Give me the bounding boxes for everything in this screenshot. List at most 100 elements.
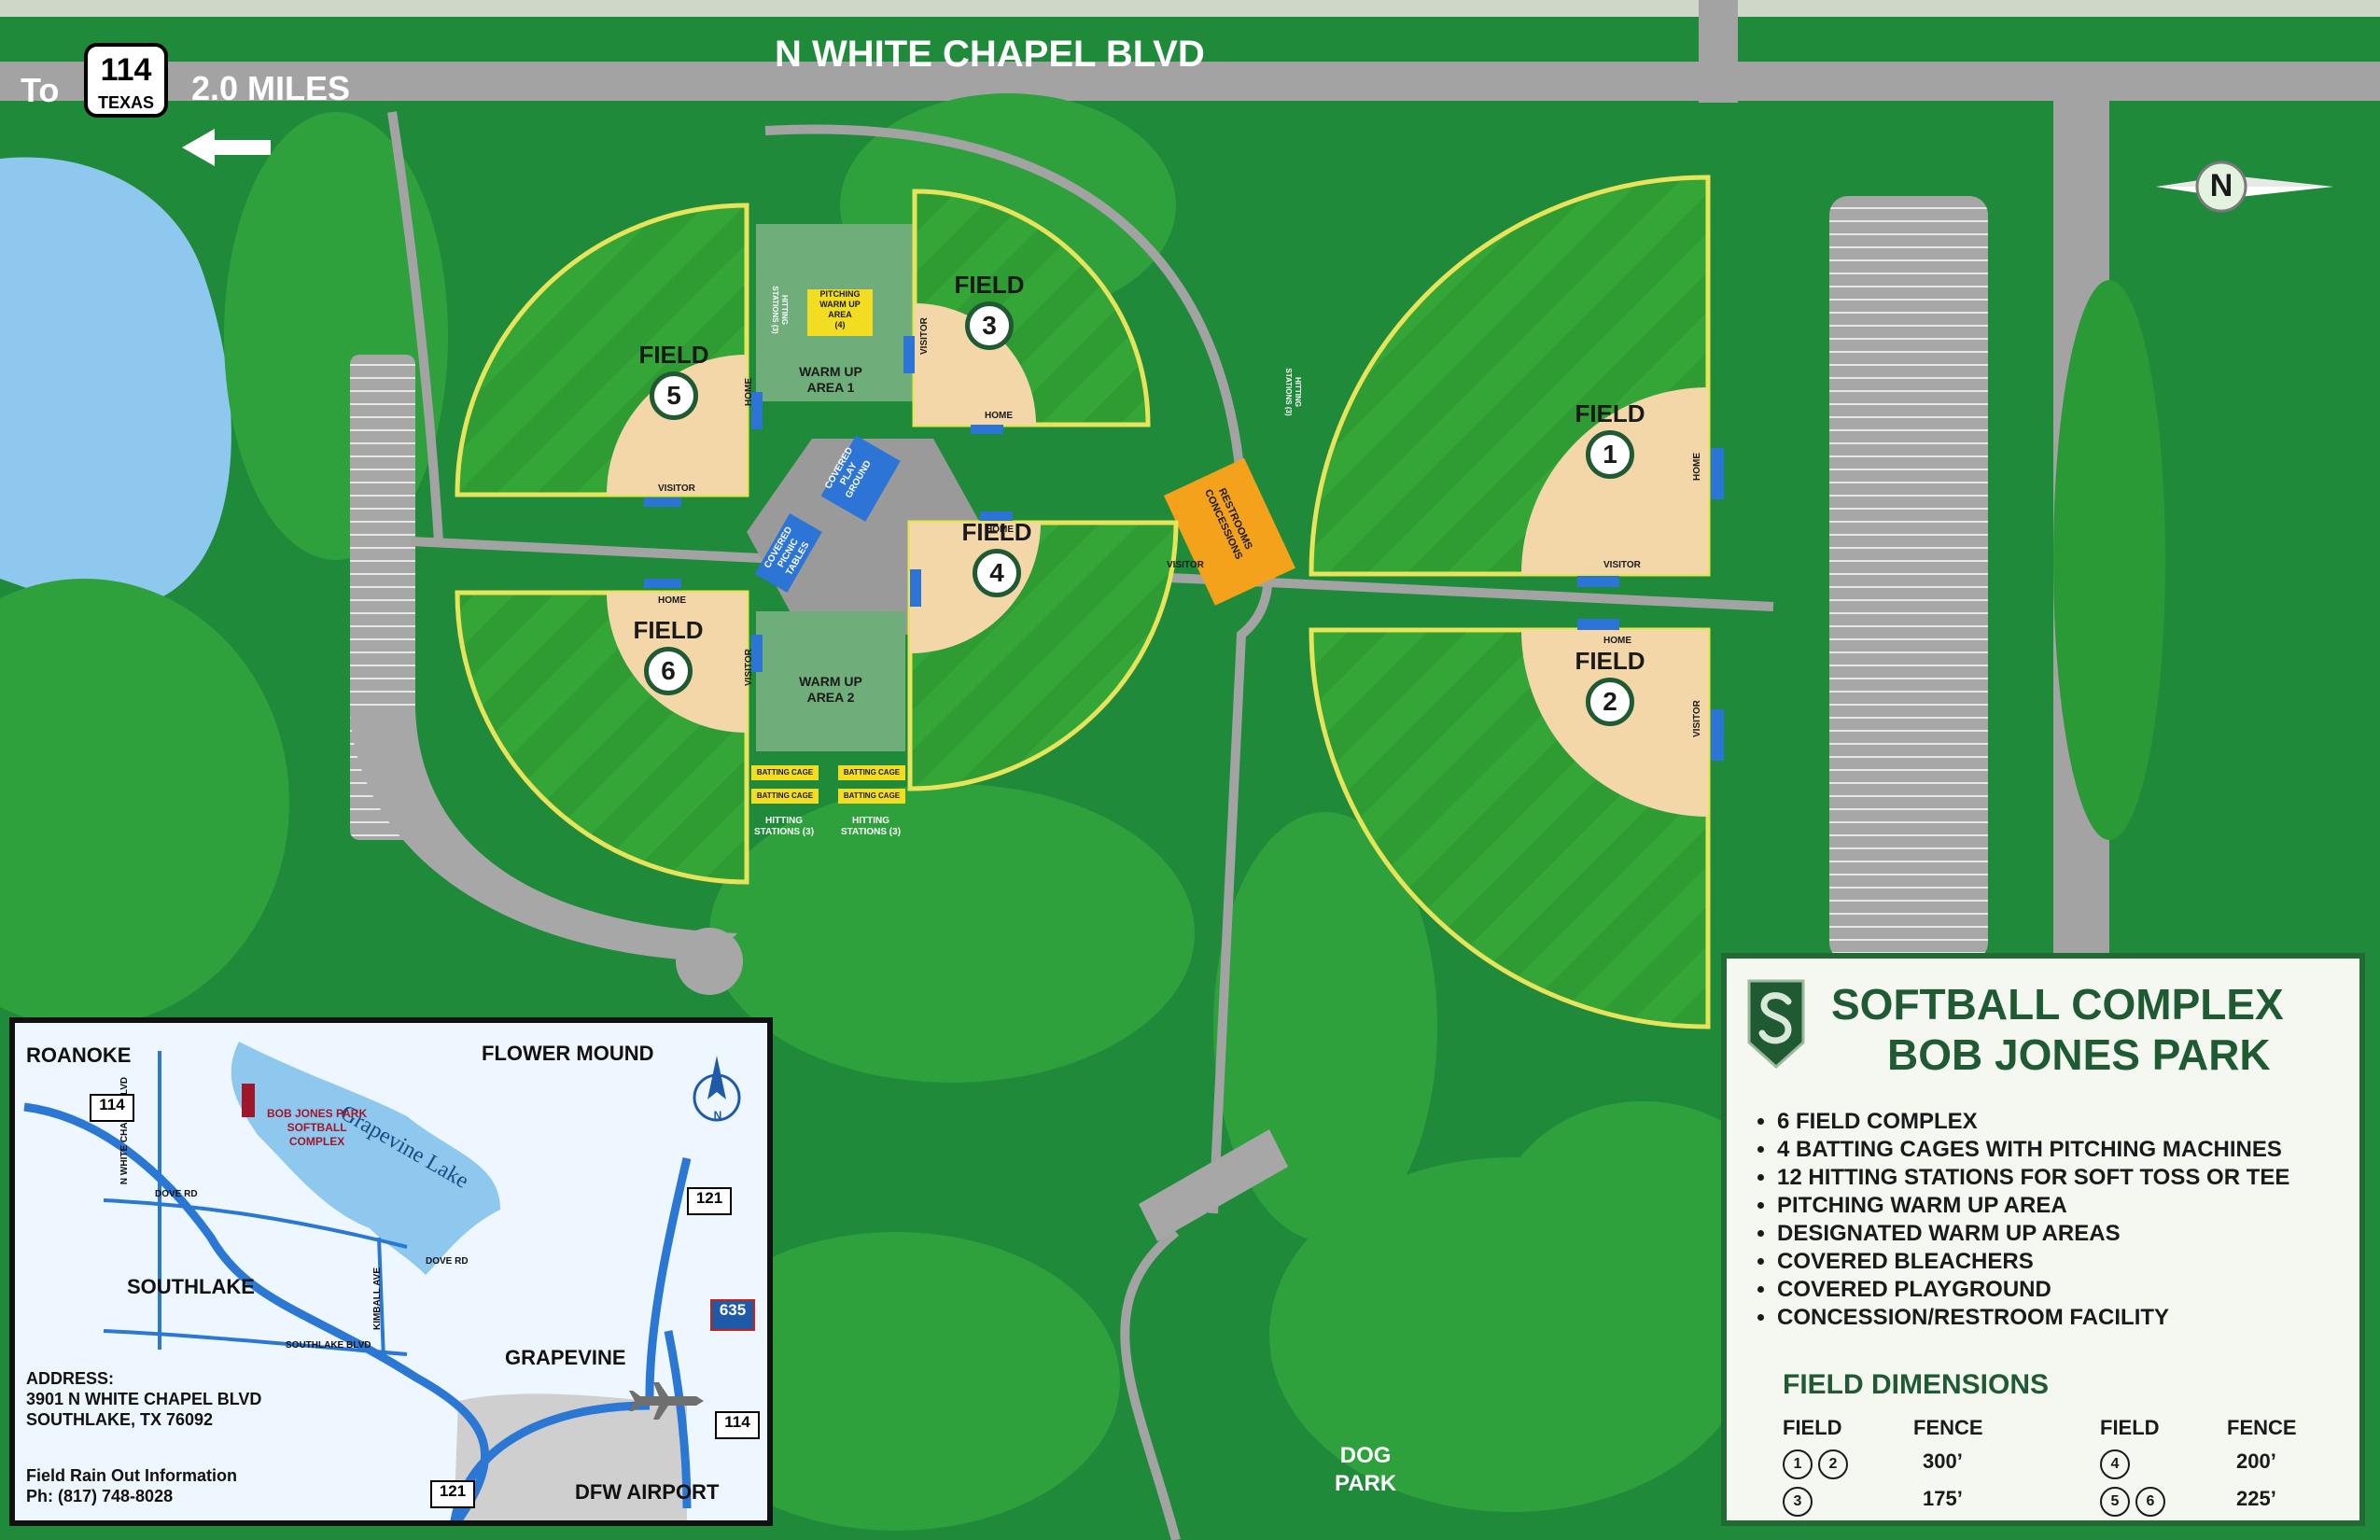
field-number-badge: 3	[965, 301, 1014, 350]
batting-cage	[751, 765, 819, 780]
compass-n-label: N	[2209, 168, 2233, 203]
dimension-field-badge: 2	[1818, 1449, 1848, 1479]
dimension-field-badge: 5	[2100, 1487, 2130, 1517]
field-title: FIELD	[638, 341, 709, 369]
dimension-field-badge: 4	[2100, 1449, 2130, 1479]
field-number-badge: 5	[650, 371, 698, 420]
home-dugout-label: HOME	[1692, 453, 1702, 481]
locator-inset: ROANOKE FLOWER MOUND SOUTHLAKE GRAPEVINE…	[9, 1017, 773, 1526]
home-dugout-label: HOME	[985, 411, 1013, 421]
batting-cage-label: BATTING CAGE	[756, 768, 814, 777]
inset-road-dove-east: DOVE RD	[426, 1256, 469, 1267]
panel-title-line1: SOFTBALL COMPLEX	[1831, 980, 2284, 1029]
inset-address: ADDRESS: 3901 N WHITE CHAPEL BLVD SOUTHL…	[26, 1369, 262, 1429]
batting-cage	[751, 789, 819, 804]
west-arrow-icon	[182, 129, 271, 166]
visitor-dugout-label: VISITOR	[658, 483, 695, 494]
dim-header-field-a: FIELD	[1783, 1416, 1842, 1439]
inset-place-grapevine: GRAPEVINE	[505, 1346, 626, 1369]
route-number: 114	[100, 52, 152, 88]
visitor-dugout-label: VISITOR	[1603, 560, 1641, 570]
inset-rainout: Field Rain Out Information Ph: (817) 748…	[26, 1466, 237, 1505]
home-dugout-label: HOME	[658, 595, 686, 606]
field-number-badge: 4	[973, 549, 1021, 597]
park-location-marker	[242, 1084, 255, 1117]
route-state: TEXAS	[97, 93, 154, 112]
feature-item: PITCHING WARM UP AREA	[1777, 1192, 2289, 1220]
inset-road-dove-west: DOVE RD	[155, 1189, 198, 1199]
feature-item: 6 FIELD COMPLEX	[1777, 1108, 2289, 1136]
south-parking	[1139, 1129, 1288, 1241]
dim-header-fence-b: FENCE	[2227, 1416, 2297, 1439]
feature-item: DESIGNATED WARM UP AREAS	[1777, 1220, 2289, 1248]
batting-cage-label: BATTING CAGE	[843, 768, 901, 777]
field-title: FIELD	[633, 616, 704, 644]
inset-place-roanoke: ROANOKE	[26, 1043, 132, 1067]
batting-cage-label: BATTING CAGE	[756, 791, 814, 800]
field-label-4: FIELD 4	[950, 518, 1043, 597]
inset-map	[23, 1042, 741, 1520]
info-panel: SOFTBALL COMPLEX BOB JONES PARK 6 FIELD …	[1721, 953, 2365, 1526]
side-road	[1699, 0, 1738, 103]
inset-shield-635: 635	[710, 1299, 755, 1331]
inset-local-roads	[103, 1051, 408, 1360]
east-parking	[1829, 196, 1988, 961]
dimension-fence: 300’	[1923, 1449, 1963, 1473]
covered-picnic-tables	[754, 512, 822, 593]
visitor-dugout-label: VISITOR	[1167, 560, 1204, 570]
dimension-fence: 200’	[2236, 1449, 2276, 1473]
direction-distance: 2.0 MILES	[191, 69, 351, 107]
field-1-infield	[1521, 387, 1708, 574]
inset-shield-121-north: 121	[687, 1187, 732, 1215]
inset-compass-n: N	[713, 1109, 722, 1122]
home-dugout-label: HOME	[1603, 636, 1631, 646]
feature-item: COVERED PLAYGROUND	[1777, 1276, 2289, 1304]
field-title: FIELD	[954, 271, 1025, 299]
concessions-building	[1163, 457, 1295, 606]
phone-number: Ph: (817) 748-8028	[26, 1487, 174, 1505]
dim-header-field-b: FIELD	[2100, 1416, 2160, 1439]
feature-item: 4 BATTING CAGES WITH PITCHING MACHINES	[1777, 1136, 2289, 1164]
dimension-field-badge: 6	[2135, 1487, 2165, 1517]
inset-place-dfw: DFW AIRPORT	[575, 1480, 720, 1504]
field-title: FIELD	[1575, 399, 1645, 427]
white-chapel-road	[0, 62, 2380, 101]
route-114-shield	[84, 43, 168, 118]
inset-shield-114-east: 114	[715, 1411, 760, 1439]
batting-cage	[838, 765, 905, 780]
feature-item: 12 HITTING STATIONS FOR SOFT TOSS OR TEE	[1777, 1164, 2289, 1192]
plane-icon	[629, 1382, 704, 1420]
warm-up-area-2-ground	[756, 611, 905, 751]
cul-de-sac	[676, 928, 743, 995]
field-3-infield	[915, 303, 1036, 425]
feature-item: CONCESSION/RESTROOM FACILITY	[1777, 1304, 2289, 1332]
direction-to: To	[21, 71, 60, 109]
field-title: FIELD	[961, 518, 1032, 546]
inset-place-southlake: SOUTHLAKE	[127, 1275, 255, 1298]
visitor-dugout-label: VISITOR	[919, 317, 930, 355]
batting-cage	[838, 789, 905, 804]
dimension-fence: 225’	[2236, 1487, 2276, 1510]
compass-icon	[2156, 161, 2333, 213]
covered-playground	[820, 435, 901, 522]
inset-road-kimball: KIMBALL AVE	[372, 1267, 384, 1331]
inset-place-flower-mound: FLOWER MOUND	[482, 1042, 654, 1065]
field-5-infield	[607, 355, 747, 495]
dim-header-fence-a: FENCE	[1913, 1416, 1983, 1439]
panel-title-line2: BOB JONES PARK	[1887, 1030, 2271, 1079]
inset-road-southlake: SOUTHLAKE BLVD	[286, 1340, 371, 1351]
inset-shield-121-south: 121	[430, 1480, 475, 1508]
dimensions-title: FIELD DIMENSIONS	[1783, 1369, 2050, 1400]
